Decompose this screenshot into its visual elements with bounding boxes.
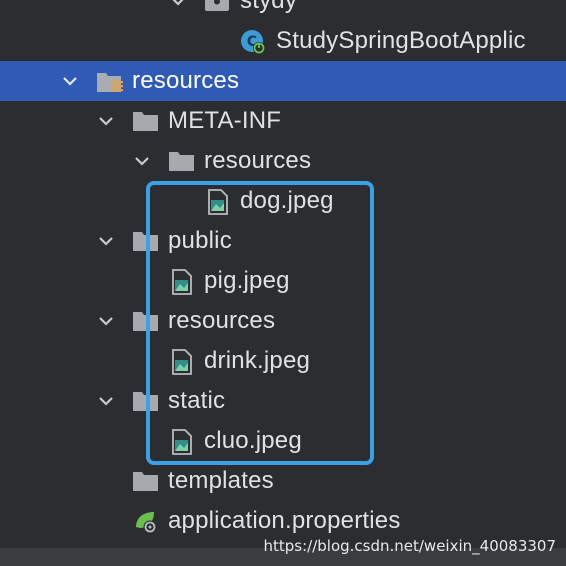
watermark-text: https://blog.csdn.net/weixin_40083307: [263, 537, 556, 555]
horizontal-scrollbar[interactable]: [0, 548, 566, 566]
image-file-icon: [206, 189, 232, 215]
chevron-down-icon[interactable]: [168, 0, 188, 11]
tree-row-pig-jpeg[interactable]: pig.jpeg: [0, 261, 566, 301]
tree-row-label: resources: [168, 307, 276, 334]
chevron-down-icon[interactable]: [96, 111, 116, 131]
folder-icon: [132, 389, 158, 413]
chevron-down-icon[interactable]: [96, 391, 116, 411]
tree-row-label: stydy: [240, 0, 298, 14]
chevron-down-icon[interactable]: [96, 311, 116, 331]
tree-row-spring-boot-application[interactable]: C StudySpringBootApplic: [0, 21, 566, 61]
image-file-icon: [170, 349, 196, 375]
tree-row-label: static: [168, 387, 226, 414]
tree-row-label: dog.jpeg: [240, 187, 334, 214]
tree-row-dog-jpeg[interactable]: dog.jpeg: [0, 181, 566, 221]
folder-icon: [132, 309, 158, 333]
image-file-icon: [170, 269, 196, 295]
tree-row-meta-inf-resources[interactable]: resources: [0, 141, 566, 181]
folder-icon: [132, 109, 158, 133]
tree-row-label: StudySpringBootApplic: [276, 27, 526, 54]
spring-properties-icon: [132, 509, 158, 534]
tree-row-templates[interactable]: templates: [0, 461, 566, 501]
tree-row-resources-root[interactable]: resources: [0, 61, 566, 101]
chevron-down-icon[interactable]: [60, 71, 80, 91]
folder-icon: [132, 229, 158, 253]
folder-icon: [132, 469, 158, 493]
tree-row-label: META-INF: [168, 107, 282, 134]
tree-row-label: resources: [132, 67, 240, 94]
tree-row-label: cluo.jpeg: [204, 427, 302, 454]
svg-text:C: C: [247, 34, 257, 50]
tree-row-label: templates: [168, 467, 274, 494]
package-icon: [204, 0, 230, 13]
chevron-down-icon[interactable]: [132, 151, 152, 171]
tree-row-stydy-package[interactable]: stydy: [0, 0, 566, 21]
tree-row-meta-inf[interactable]: META-INF: [0, 101, 566, 141]
tree-row-public[interactable]: public: [0, 221, 566, 261]
tree-row-application-properties[interactable]: application.properties: [0, 501, 566, 541]
tree-row-label: drink.jpeg: [204, 347, 311, 374]
tree-row-label: public: [168, 227, 232, 254]
tree-row-drink-jpeg[interactable]: drink.jpeg: [0, 341, 566, 381]
image-file-icon: [170, 429, 196, 455]
spring-boot-class-icon: C: [240, 29, 266, 54]
tree-row-label: resources: [204, 147, 312, 174]
tree-row-static[interactable]: static: [0, 381, 566, 421]
tree-row-label: pig.jpeg: [204, 267, 290, 294]
chevron-down-icon[interactable]: [96, 231, 116, 251]
tree-row-cluo-jpeg[interactable]: cluo.jpeg: [0, 421, 566, 461]
resources-folder-icon: [96, 69, 123, 93]
tree-row-resources[interactable]: resources: [0, 301, 566, 341]
folder-icon: [168, 149, 194, 173]
tree-row-label: application.properties: [168, 507, 401, 534]
